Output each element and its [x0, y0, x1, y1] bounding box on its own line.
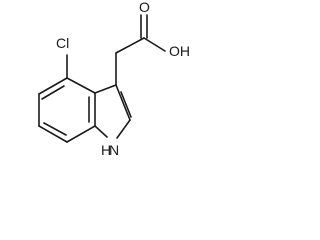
nitrogen-hydrogen-label: H — [101, 142, 111, 158]
bond-c3-c2-inner — [120, 91, 132, 118]
hydroxyl-label: OH — [169, 43, 190, 59]
bond-c-o-single — [143, 37, 166, 52]
pyrrole-ring — [94, 84, 132, 139]
bond-c2-n1 — [116, 119, 131, 139]
bond-c7-c7a — [66, 125, 96, 143]
acetic-acid-chain — [115, 14, 166, 86]
bond-c3-c2 — [115, 84, 131, 121]
chlorine-label: Cl — [56, 35, 69, 51]
structure-diagram: Cl OH O N H — [38, 0, 190, 158]
bond-c4-c5 — [38, 77, 68, 95]
bond-c3a-c4 — [66, 77, 96, 94]
bond-ch2-cooh — [115, 37, 145, 54]
bond-n1-c7a — [94, 125, 108, 138]
bond-c3a-c3 — [94, 84, 117, 94]
bond-c5-c5-inner — [41, 85, 65, 100]
bond-c6-c7-inner — [43, 122, 67, 136]
ring-nitrogen-label: N — [109, 142, 119, 158]
carbonyl-oxygen-label: O — [139, 0, 150, 15]
benzene-ring — [38, 77, 96, 143]
bond-c6-c7 — [38, 125, 68, 143]
